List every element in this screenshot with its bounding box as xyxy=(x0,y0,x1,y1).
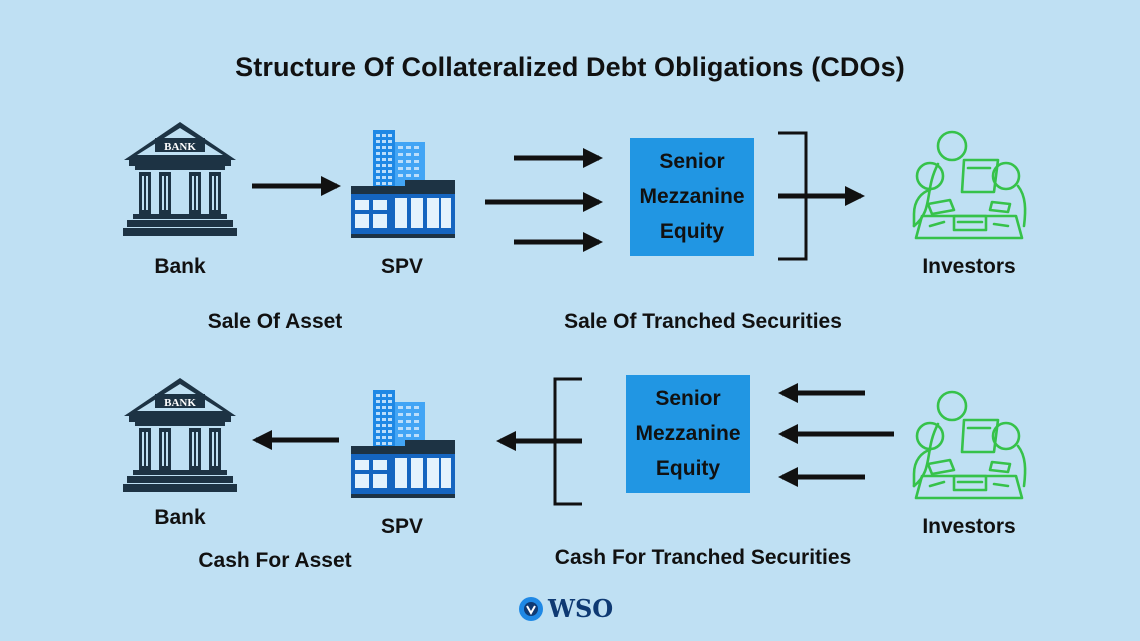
tranche-senior: Senior xyxy=(655,386,721,410)
spv-label: SPV xyxy=(380,255,424,278)
arrow-icon xyxy=(778,383,894,487)
investors-label: Investors xyxy=(922,255,1016,278)
caption-sale-of-tranched-securities: Sale Of Tranched Securities xyxy=(564,310,842,333)
caption-cash-for-asset: Cash For Asset xyxy=(198,549,352,572)
logo-text: WSO xyxy=(548,594,614,623)
page-title: Structure Of Collateralized Debt Obligat… xyxy=(235,52,905,82)
bank-sign-text: BANK xyxy=(164,141,196,153)
wso-logo-icon xyxy=(519,596,543,621)
building-icon xyxy=(351,390,455,498)
investors-icon xyxy=(912,390,1027,500)
tranche-mezzanine: Mezzanine xyxy=(635,421,741,445)
bank-icon xyxy=(123,378,237,492)
spv-label: SPV xyxy=(380,515,424,538)
tranche-senior: Senior xyxy=(659,149,725,173)
tranche-box: Senior Mezzanine Equity xyxy=(630,138,754,256)
building-icon xyxy=(351,130,455,238)
arrow-icon xyxy=(485,148,603,252)
tranche-equity: Equity xyxy=(655,457,721,481)
bank-label: Bank xyxy=(154,255,206,278)
bank-label: Bank xyxy=(154,506,206,529)
investors-icon xyxy=(912,130,1027,240)
tranche-mezzanine: Mezzanine xyxy=(639,184,745,208)
bank-sign-text: BANK xyxy=(164,397,196,409)
caption-cash-for-tranched-securities: Cash For Tranched Securities xyxy=(554,546,852,569)
caption-sale-of-asset: Sale Of Asset xyxy=(207,310,343,333)
wso-logo: WSO xyxy=(518,594,613,623)
bank-icon xyxy=(123,122,237,236)
tranche-equity: Equity xyxy=(659,220,725,244)
tranche-box: Senior Mezzanine Equity xyxy=(626,375,750,493)
investors-label: Investors xyxy=(922,515,1016,538)
